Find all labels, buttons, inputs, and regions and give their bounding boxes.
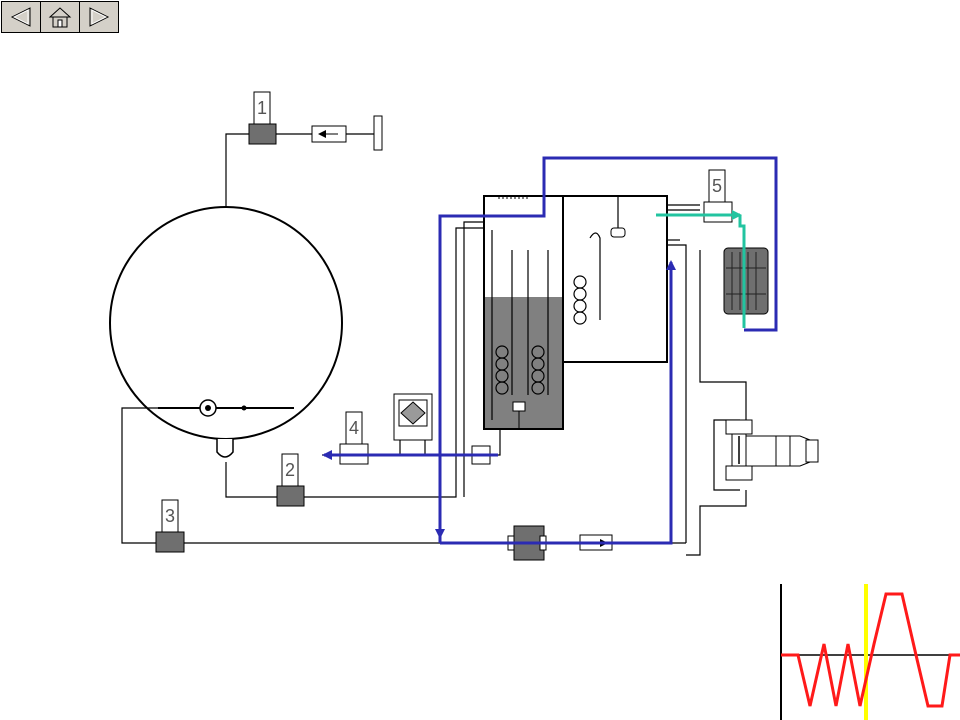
check-valve [311,125,347,143]
back-button[interactable] [2,2,41,32]
pressure-switch [393,393,433,441]
tank-drain-sump [216,439,234,458]
home-icon [48,7,72,28]
home-button[interactable] [41,2,80,32]
svg-text:4: 4 [349,418,359,438]
valve-1[interactable]: 1 [248,91,277,145]
compressor [725,419,819,481]
svg-text:2: 2 [285,460,295,480]
svg-text:1: 1 [257,98,267,118]
thermostat-bulb [610,227,626,238]
condenser-box [484,195,668,363]
forward-arrow-icon [89,7,110,27]
fan-motor [723,247,769,315]
coolant-flow-path [656,210,746,328]
forward-button[interactable] [80,2,118,32]
piping [121,133,747,556]
refrigerant-flow-path [322,156,778,545]
float-sensor [512,401,526,412]
compressor-motor [745,435,811,467]
back-arrow-icon [10,7,31,27]
receiver-tank [109,206,343,458]
valve-2[interactable]: 2 [276,453,305,507]
waveform-signal [781,592,960,708]
waveform-indicator [780,584,960,720]
svg-text:5: 5 [712,176,722,196]
navigation-bar [1,1,119,33]
evaporator-vessel [483,195,564,430]
valve-5[interactable]: 5 [703,169,733,223]
end-cap [373,115,383,151]
valve-3[interactable]: 3 [155,499,185,553]
svg-text:3: 3 [165,506,175,526]
